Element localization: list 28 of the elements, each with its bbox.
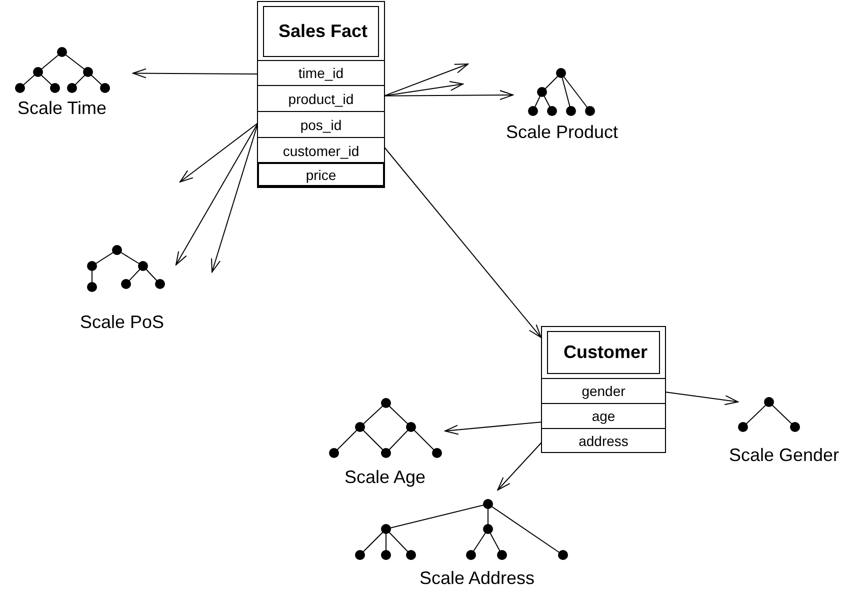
- scale-label: Scale Address: [419, 568, 535, 588]
- arrow: [664, 392, 738, 406]
- field-row: age: [542, 403, 665, 428]
- scale-label: Scale PoS: [80, 312, 164, 332]
- arrow: [497, 442, 542, 490]
- field-row: address: [542, 428, 665, 453]
- field-row: pos_id: [258, 111, 384, 137]
- arrow: [444, 422, 542, 435]
- scale-label: Scale Product: [506, 122, 618, 142]
- arrow: [180, 122, 258, 182]
- table-box: [257, 1, 385, 188]
- arrow: [384, 90, 514, 100]
- table-box: [541, 326, 666, 453]
- table-title: Sales Fact: [263, 6, 379, 57]
- arrow: [132, 68, 258, 78]
- arrow: [176, 122, 258, 266]
- field-row: customer_id: [258, 137, 384, 163]
- table-title: Customer: [547, 331, 660, 374]
- arrow: [384, 146, 542, 338]
- field-row: price: [257, 162, 385, 187]
- scale-label: Scale Time: [17, 98, 107, 118]
- field-row: product_id: [258, 85, 384, 111]
- scale-label: Scale Age: [344, 467, 426, 487]
- field-row: gender: [542, 378, 665, 403]
- arrow: [384, 64, 468, 96]
- field-row: time_id: [258, 60, 384, 85]
- arrow: [384, 81, 464, 96]
- scale-label: Scale Gender: [728, 445, 840, 465]
